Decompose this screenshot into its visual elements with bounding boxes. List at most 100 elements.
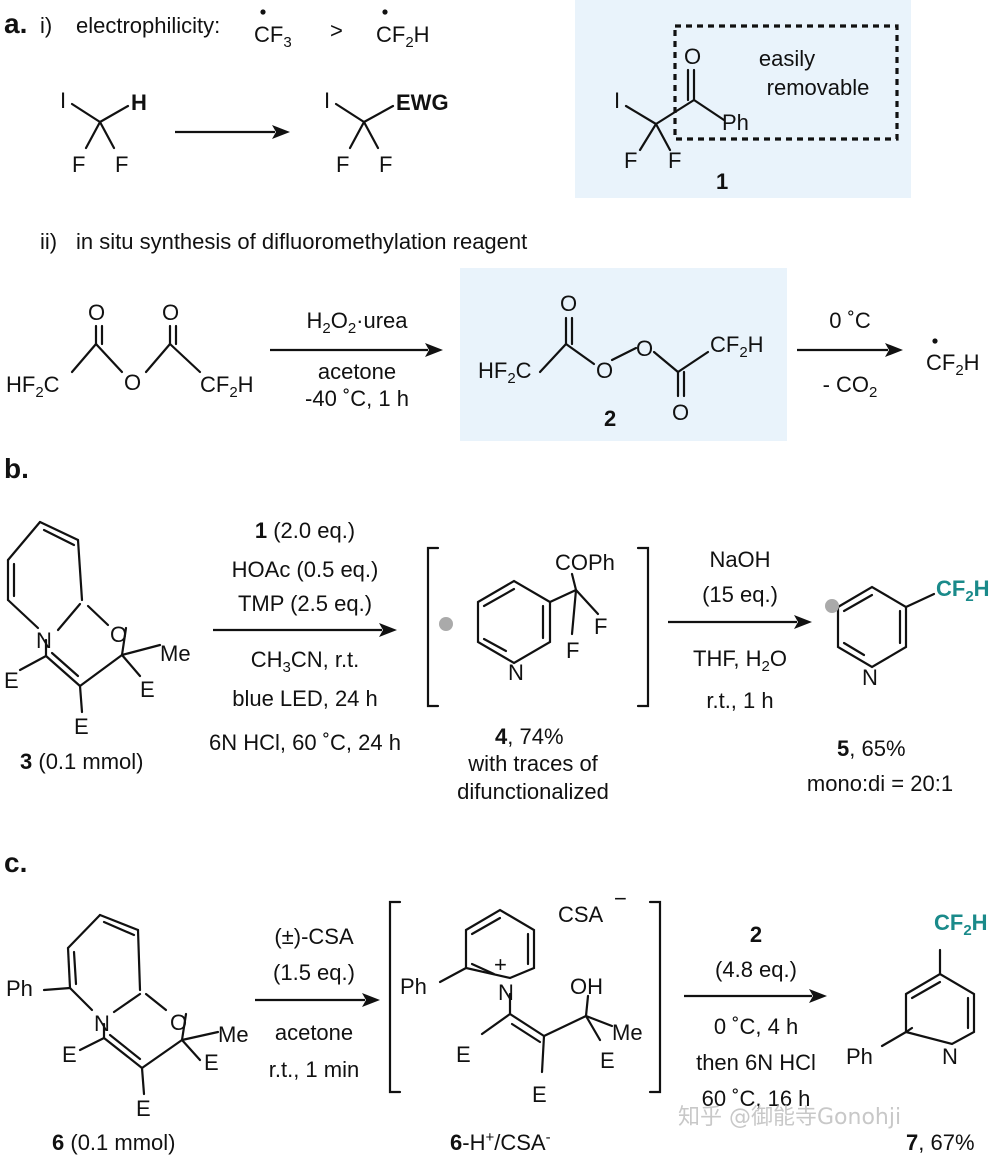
svg-text:Ph: Ph (722, 110, 749, 135)
compound-5-structure: N CF2H 5, 65% mono:di = 20:1 (807, 576, 990, 796)
reagent-1-equiv: 1 (2.0 eq.) (255, 518, 355, 543)
radical-dot (382, 9, 388, 15)
svg-text:H: H (131, 90, 147, 115)
cf2h-radical: CF2H (376, 22, 430, 51)
svg-text:E: E (204, 1050, 219, 1075)
part-i-label: i) (40, 13, 52, 38)
svg-text:N: N (498, 980, 514, 1005)
svg-text:E: E (600, 1048, 615, 1073)
iodo-difluoromethane: I H F F (60, 88, 147, 177)
svg-text:F: F (566, 638, 579, 663)
acetone-condition: acetone (318, 359, 396, 384)
cf2h-radical-product: CF2H (926, 350, 980, 379)
cf2h-group: CF2H (934, 910, 988, 939)
svg-text:F: F (624, 148, 637, 173)
panel-a-label: a. (4, 8, 27, 39)
svg-text:CF2H: CF2H (710, 332, 764, 361)
svg-text:O: O (684, 44, 701, 69)
svg-text:I: I (614, 88, 620, 113)
left-bracket (388, 900, 402, 1094)
part-ii-label: ii) (40, 229, 57, 254)
time-condition: r.t., 1 h (706, 688, 773, 713)
right-bracket (648, 900, 662, 1094)
csa-reagent: (±)-CSA (274, 924, 354, 949)
compound-5-label: 5, 65% (837, 736, 906, 761)
mono-di-ratio: mono:di = 20:1 (807, 771, 953, 796)
electrophilicity-label: electrophilicity: (76, 13, 220, 38)
svg-text:F: F (72, 152, 85, 177)
radical-dot (260, 9, 266, 15)
arrowhead (794, 615, 812, 629)
svg-text:HF2C: HF2C (478, 358, 532, 387)
svg-text:Ph: Ph (846, 1044, 873, 1069)
arrowhead (362, 993, 380, 1007)
svg-text:F: F (379, 152, 392, 177)
naoh-reagent: NaOH (709, 547, 770, 572)
left-bracket (426, 546, 440, 708)
temp-condition: 0 ˚C, 4 h (714, 1014, 798, 1039)
cf3-radical: CF3 (254, 22, 292, 51)
radical-dot (932, 338, 938, 344)
csa-counterion: CSA (558, 902, 604, 927)
svg-text:OH: OH (570, 974, 603, 999)
csa-equiv: (1.5 eq.) (273, 960, 355, 985)
svg-text:N: N (862, 665, 878, 690)
reagent-2-equiv: (4.8 eq.) (715, 957, 797, 982)
compound-6-structure: Ph N O Me E E E 6 (0.1 mmol) (6, 913, 249, 1155)
arrowhead (379, 623, 397, 637)
svg-text:F: F (115, 152, 128, 177)
svg-text:Ph: Ph (6, 976, 33, 1001)
arrowhead (809, 989, 827, 1003)
svg-text:O: O (596, 358, 613, 383)
svg-text:O: O (162, 300, 179, 325)
compound-1-structure: I O Ph F F easily removable 1 (614, 24, 899, 194)
svg-text:COPh: COPh (555, 550, 615, 575)
svg-text:O: O (88, 300, 105, 325)
compound-3-structure: N O Me E E E 3 (0.1 mmol) (4, 520, 191, 774)
svg-text:O: O (124, 370, 141, 395)
svg-text:O: O (110, 622, 127, 647)
reagent-2-label: 2 (750, 922, 762, 947)
svg-text:I: I (60, 88, 66, 113)
arrowhead (272, 125, 290, 139)
acid-condition: 6N HCl, 60 ˚C, 24 h (209, 730, 401, 755)
svg-text:I: I (324, 88, 330, 113)
panel-c: c. Ph N O Me E E (4, 847, 988, 1155)
compound-4-structure: COPh F F N 4, 74% with traces of difunct… (439, 550, 615, 804)
positive-charge: + (494, 952, 507, 977)
compound-7-label: 7, 67% (906, 1130, 975, 1155)
h2o2-urea-reagent: H2O2·urea (306, 308, 408, 337)
cf2h-group: CF2H (936, 576, 990, 605)
svg-text:EWG: EWG (396, 90, 449, 115)
solvent-condition: CH3CN, r.t. (251, 647, 360, 676)
acetone-condition: acetone (275, 1020, 353, 1045)
co2-loss: - CO2 (823, 372, 878, 401)
svg-text:O: O (636, 336, 653, 361)
watermark: 知乎 @御能寺Gonohji (678, 1105, 901, 1130)
svg-text:E: E (4, 668, 19, 693)
svg-text:N: N (36, 628, 52, 653)
panel-b-label: b. (4, 453, 29, 484)
substitution-site-dot (439, 617, 453, 631)
naoh-equiv: (15 eq.) (702, 582, 778, 607)
svg-text:F: F (336, 152, 349, 177)
svg-text:O: O (170, 1010, 187, 1035)
svg-text:E: E (532, 1082, 547, 1107)
compound-1-label: 1 (716, 169, 728, 194)
greater-than-sign: > (330, 18, 343, 43)
panel-a: a. i) electrophilicity: CF3 > CF2H I H F… (4, 0, 980, 441)
compound-7-structure: CF2H N Ph 7, 67% (846, 910, 988, 1155)
compound-2-structure: O O O O HF2C CF2H 2 (478, 291, 764, 431)
easily-removable-dashed-box (673, 24, 899, 141)
compound-6-label: 6 (0.1 mmol) (52, 1130, 176, 1155)
svg-text:Me: Me (612, 1020, 643, 1045)
light-condition: blue LED, 24 h (232, 686, 378, 711)
traces-note-2: difunctionalized (457, 779, 609, 804)
svg-text:N: N (942, 1044, 958, 1069)
reagent-1-highlight-box (575, 0, 911, 198)
svg-text:Me: Me (218, 1022, 249, 1047)
compound-4-label: 4, 74% (495, 724, 564, 749)
salt-label: 6-H+/CSA- (450, 1129, 551, 1155)
removable-label: removable (767, 75, 870, 100)
svg-text:E: E (456, 1042, 471, 1067)
